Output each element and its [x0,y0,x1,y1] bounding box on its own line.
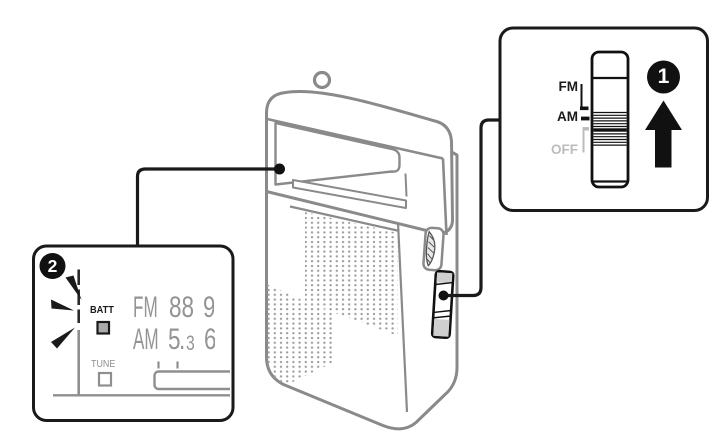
block-front-edge [266,117,444,160]
up-arrow-icon [645,100,682,168]
dial-tick-marks [157,361,179,369]
power-switch-graphic [590,50,630,189]
switch-label-off: OFF [551,142,578,157]
radio-illustration [264,70,459,431]
connector-dot-step2 [274,163,285,175]
callout-step2 [32,244,235,422]
flash-marks-icon [51,275,82,349]
callout-connectors [135,118,503,301]
am-frequency-decimal: . [179,322,186,356]
display-window [274,121,401,186]
callout-step1 [498,26,709,212]
tune-indicator-square [97,371,113,387]
body-seam [289,205,400,233]
step2-badge-number: 2 [47,256,58,276]
fm-partial-digit: 9 [203,293,214,323]
am-frequency-partial: 6 [204,325,215,356]
batt-indicator-square [96,320,111,335]
dial-slot [292,179,407,209]
switch-position-stripe [593,128,627,132]
block-right-edge [441,158,448,236]
am-frequency-small-digit: 3 [186,332,195,355]
strap-loop-icon [312,70,332,90]
batt-indicator-label: BATT [89,304,114,316]
fm-frequency-partial: 9 [203,293,214,324]
switch-grip-ridges [593,111,627,146]
power-switch-side [430,269,455,340]
switch-label-am: AM [557,109,578,124]
window-recess-line [404,173,408,197]
switch-label-fm: FM [558,79,579,94]
tune-indicator-label: TUNE [91,358,116,370]
step2-badge-circle [39,253,66,279]
connector-line-step2 [135,167,282,248]
body-crease [396,211,409,413]
step1-badge-number: 1 [657,65,670,88]
am-band-label: AM [132,322,159,356]
fm-band-label: FM [132,290,158,324]
step1-badge-circle [647,60,680,94]
connector-dot-step1 [438,290,449,301]
connector-line-step1 [441,118,503,298]
speaker-grille [266,212,398,395]
fm-frequency-value: 88 [168,290,194,324]
am-frequency-value: 5 [168,322,181,356]
am-partial-digit: 6 [204,325,215,355]
switch-cap-lines [592,76,628,183]
tuning-thumbwheel [422,226,445,272]
dial-scale-window [153,370,230,391]
